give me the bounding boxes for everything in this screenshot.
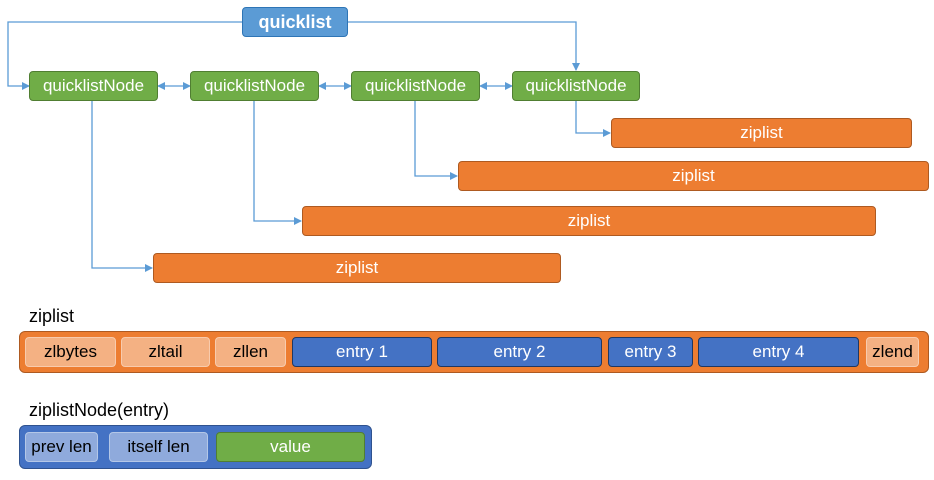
tail-pointer — [348, 21, 580, 71]
node1-to-ziplist — [91, 101, 153, 272]
node4-to-ziplist — [575, 101, 611, 137]
field-entry-3: entry 3 — [608, 337, 693, 367]
ziplist-node-1: ziplist — [153, 253, 561, 283]
node2-to-ziplist — [253, 101, 302, 225]
field-entry-1: entry 1 — [292, 337, 432, 367]
field-entry-2: entry 2 — [437, 337, 602, 367]
quicklist-box: quicklist — [242, 7, 348, 37]
head-pointer — [7, 21, 242, 90]
field-itself-len: itself len — [109, 432, 208, 462]
quicklist-node-3: quicklistNode — [351, 71, 480, 101]
ziplist-node-3: ziplist — [458, 161, 929, 191]
field-zltail: zltail — [121, 337, 210, 367]
quicklist-node-4: quicklistNode — [512, 71, 640, 101]
quicklist-node-1: quicklistNode — [29, 71, 158, 101]
field-zllen: zllen — [215, 337, 286, 367]
ziplist-node-4: ziplist — [611, 118, 912, 148]
field-zlend: zlend — [866, 337, 919, 367]
field-prev-len: prev len — [25, 432, 98, 462]
ziplist-title: ziplist — [29, 306, 75, 326]
field-zlbytes: zlbytes — [25, 337, 116, 367]
quicklist-node-2: quicklistNode — [190, 71, 319, 101]
ziplist-node-2: ziplist — [302, 206, 876, 236]
field-value: value — [216, 432, 365, 462]
field-entry-4: entry 4 — [698, 337, 859, 367]
node3-to-ziplist — [414, 101, 458, 180]
entry-title: ziplistNode(entry) — [29, 400, 170, 420]
